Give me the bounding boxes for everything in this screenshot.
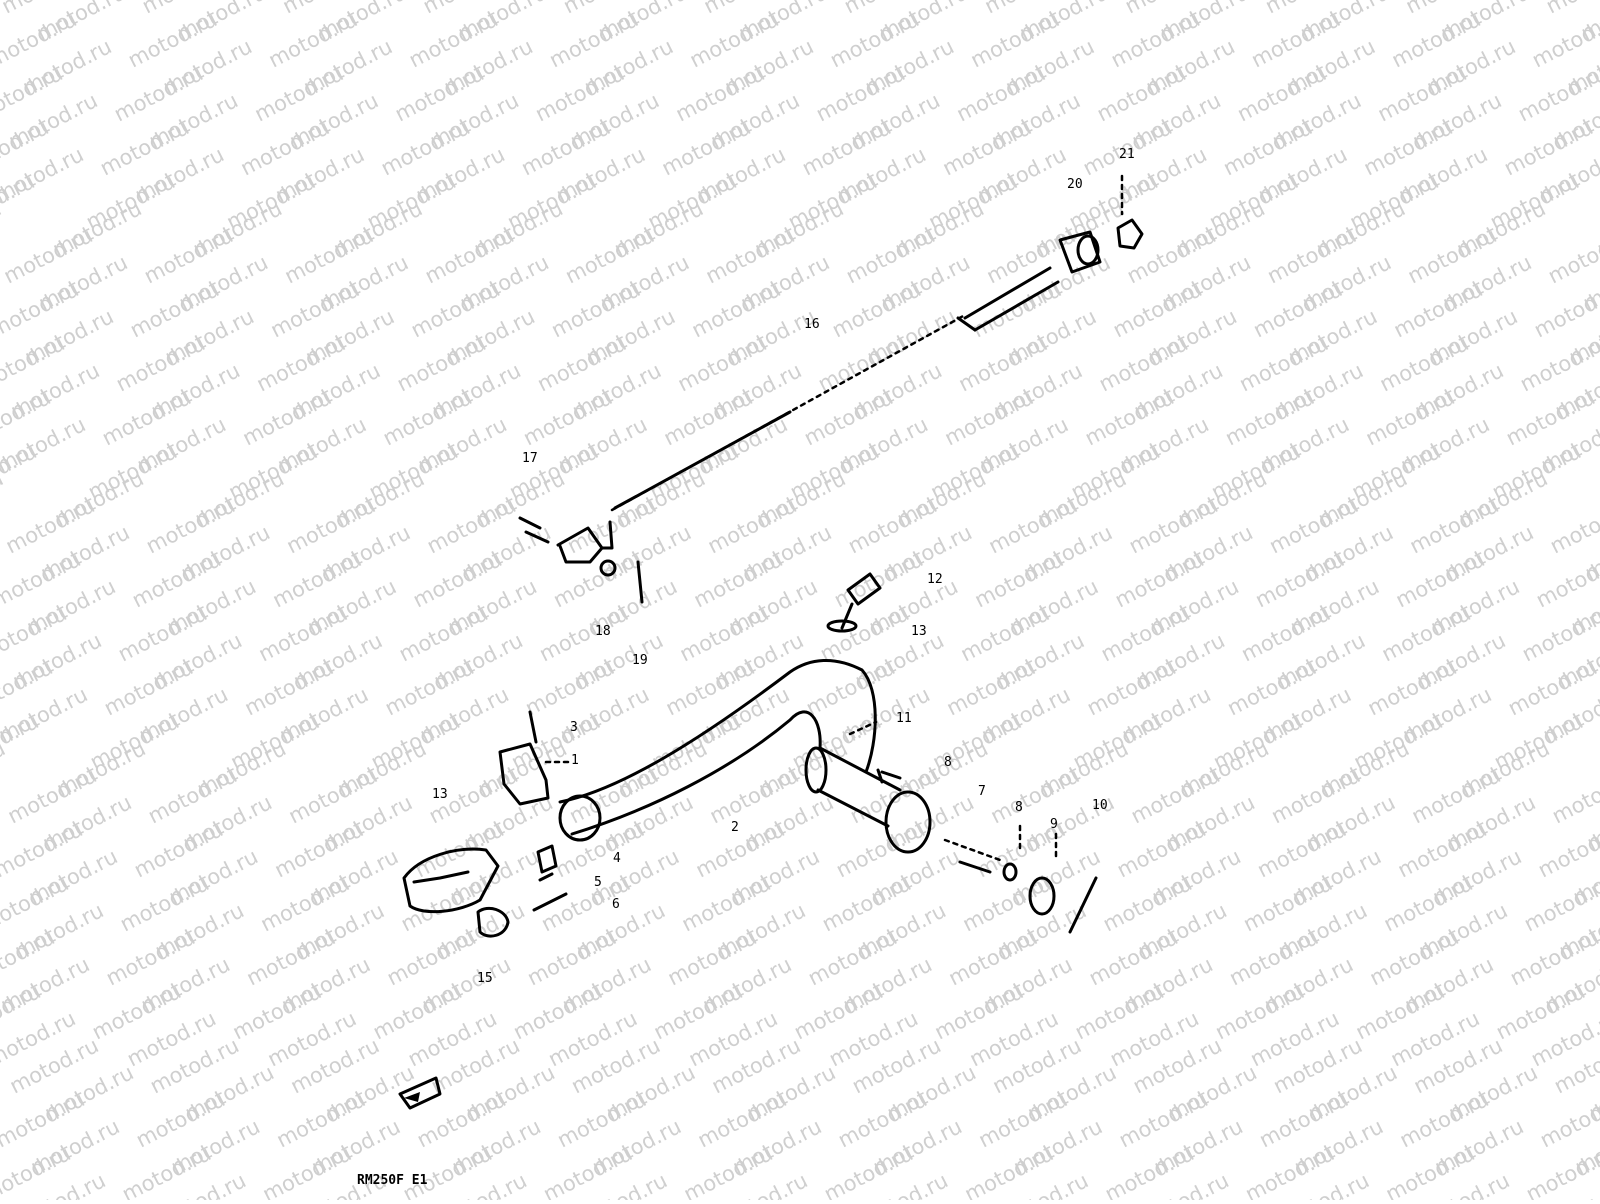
watermark-text: motod.ru bbox=[1532, 547, 1600, 612]
shaft-7-8-9-10 bbox=[943, 824, 1098, 934]
watermark-text: motod.ru bbox=[1534, 817, 1600, 882]
callout-8a: 8 bbox=[944, 755, 952, 770]
watermark-text: motod.ru bbox=[1536, 1087, 1600, 1152]
pivot-bolt-12 bbox=[826, 572, 882, 633]
callout-9: 9 bbox=[1050, 817, 1058, 832]
pedal-block-1 bbox=[498, 710, 550, 806]
callout-13a: 13 bbox=[911, 624, 927, 639]
watermark-text: motod.ru bbox=[1542, 0, 1600, 18]
direction-arrow-icon bbox=[398, 1076, 442, 1110]
callout-6: 6 bbox=[612, 897, 620, 912]
callout-11: 11 bbox=[896, 711, 912, 726]
watermark-text: motod.ru bbox=[1548, 763, 1600, 828]
callout-16: 16 bbox=[804, 317, 820, 332]
callout-17: 17 bbox=[522, 451, 538, 466]
brake-pedal-2 bbox=[558, 658, 932, 854]
callout-15: 15 bbox=[477, 971, 493, 986]
cable-end-17 bbox=[518, 516, 644, 604]
callout-18: 18 bbox=[595, 624, 611, 639]
callout-19: 19 bbox=[632, 653, 648, 668]
leader-lines bbox=[544, 720, 878, 764]
diagram-code-label: RM250F E1 bbox=[357, 1173, 428, 1188]
callout-8b: 8 bbox=[1015, 800, 1023, 815]
cable-16 bbox=[610, 266, 1060, 512]
watermark-text: motod.ru bbox=[1544, 223, 1600, 288]
callout-5: 5 bbox=[594, 875, 602, 890]
callout-3: 3 bbox=[570, 720, 578, 735]
adjuster-nut-20 bbox=[1058, 230, 1102, 274]
callout-7: 7 bbox=[978, 784, 986, 799]
cap-21 bbox=[1116, 174, 1144, 250]
callout-1: 1 bbox=[571, 753, 579, 768]
callout-12: 12 bbox=[927, 572, 943, 587]
watermark-text: motod.ru bbox=[1546, 493, 1600, 558]
pin-4-5-6 bbox=[532, 844, 568, 912]
callout-13b: 13 bbox=[432, 787, 448, 802]
callout-2: 2 bbox=[731, 820, 739, 835]
foot-peg-14 bbox=[402, 847, 510, 938]
callout-21: 21 bbox=[1119, 147, 1135, 162]
callout-20: 20 bbox=[1067, 177, 1083, 192]
callout-10: 10 bbox=[1092, 798, 1108, 813]
callout-4: 4 bbox=[613, 851, 621, 866]
watermark-text: motod.ru bbox=[1530, 277, 1600, 342]
